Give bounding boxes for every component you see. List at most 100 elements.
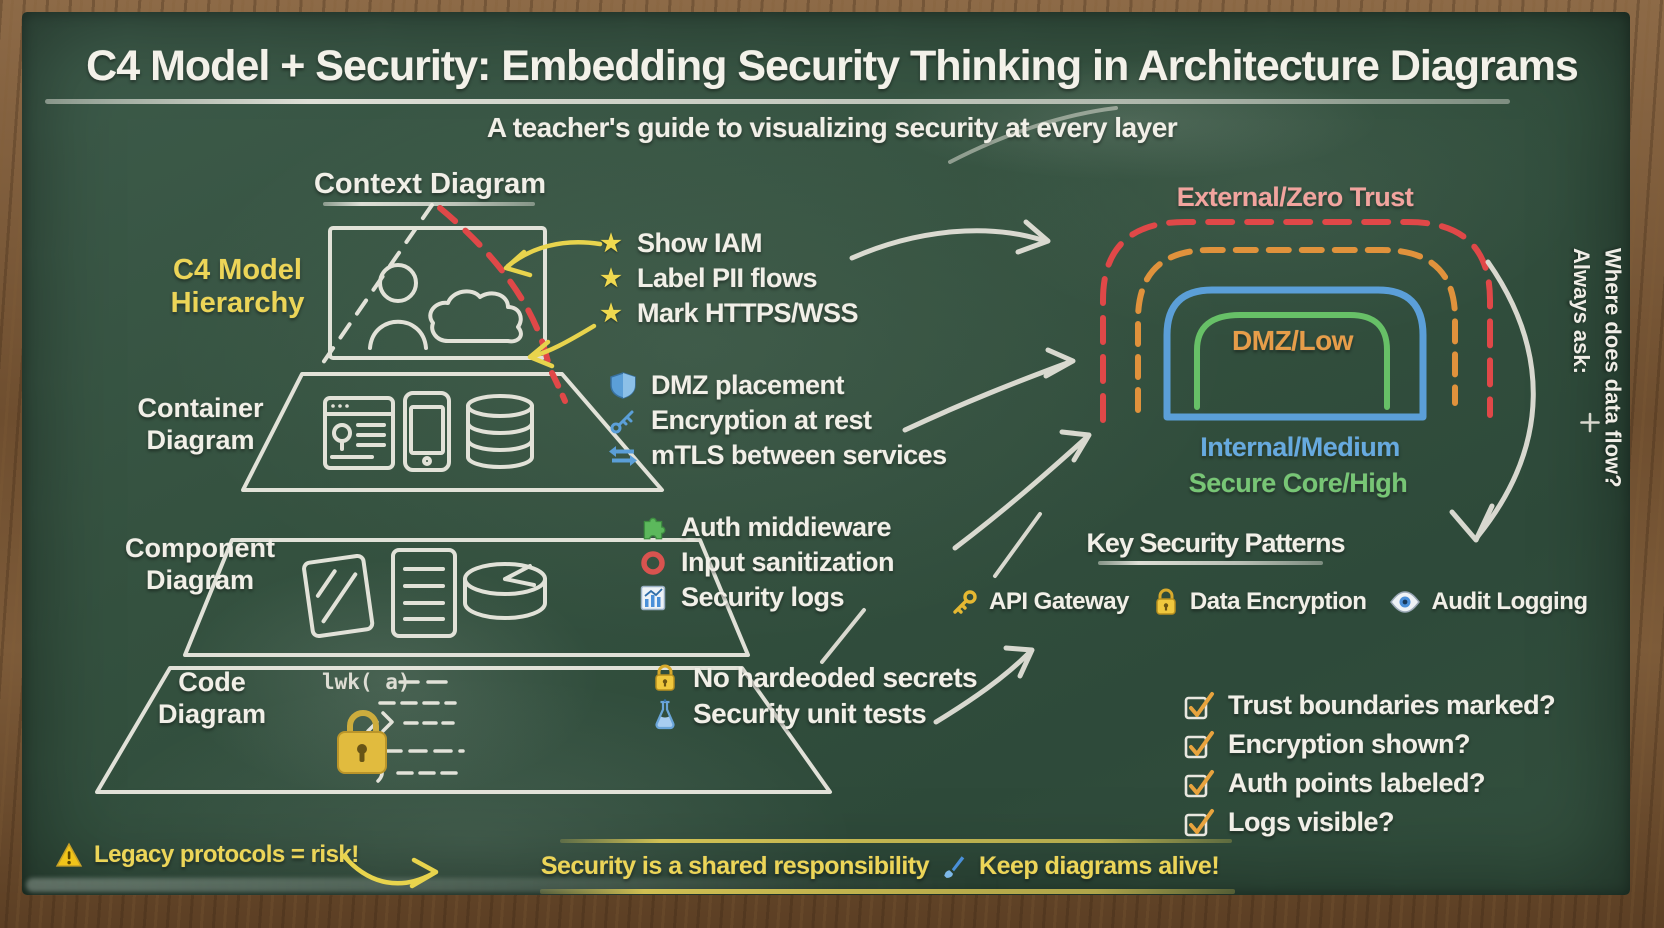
component-annotations: Auth middieware Input sanitization Secur… xyxy=(638,510,895,615)
context-annotations: ★ Show IAM ★ Label PII flows ★ Mark HTTP… xyxy=(598,226,858,331)
annotation-item: ★ Show IAM xyxy=(598,226,858,261)
annotation-text: Security logs xyxy=(681,582,845,612)
star-icon: ★ xyxy=(600,230,622,257)
chalk-stroke xyxy=(948,106,1118,164)
component-diagram-label: Component Diagram xyxy=(125,533,275,595)
side-note-line2: Where does data flow? xyxy=(1600,248,1626,488)
checklist-item: Auth points labeled? xyxy=(1182,764,1555,803)
star-icon: ★ xyxy=(600,300,622,327)
eraser-streak xyxy=(26,878,1006,892)
patterns-row: API Gateway Data Encryption Audit Loggin… xyxy=(950,584,1588,620)
yellow-arrow-to-context-top xyxy=(503,240,603,278)
annotation-text: Auth middieware xyxy=(681,512,892,542)
person-icon xyxy=(368,263,428,350)
pyramid-apex-dashed-edge xyxy=(316,203,434,372)
annotation-text: Security unit tests xyxy=(693,698,927,729)
pattern-text: Audit Logging xyxy=(1431,588,1588,615)
c4-pyramid-drawing: lwk( a) xyxy=(95,203,832,794)
paintbrush-icon xyxy=(939,853,969,879)
eye-icon xyxy=(1388,591,1422,613)
annotation-item: DMZ placement xyxy=(608,368,947,403)
annotation-text: Encryption at rest xyxy=(651,405,872,435)
white-arrow-to-internal xyxy=(902,347,1076,433)
checkbox-checked-icon xyxy=(1182,769,1216,799)
context-heading-underline xyxy=(323,202,535,206)
security-checklist: Trust boundaries marked? Encryption show… xyxy=(1182,686,1556,842)
context-level-box xyxy=(316,203,547,372)
checklist-text: Logs visible? xyxy=(1228,807,1395,837)
code-level: lwk( a) xyxy=(95,666,832,794)
secure-core-zone-label: Secure Core/High xyxy=(1188,468,1408,498)
browser-icon xyxy=(323,396,395,470)
banner-top-line xyxy=(560,839,1232,843)
cloud-icon xyxy=(428,289,523,344)
mobile-icon xyxy=(403,391,451,472)
checklist-item: Logs visible? xyxy=(1182,803,1555,842)
annotation-item: ★ Label PII flows xyxy=(598,261,858,296)
annotation-item: ★ Mark HTTPS/WSS xyxy=(598,296,858,331)
disc-icon xyxy=(463,562,547,620)
chalk-smudge xyxy=(880,60,1380,180)
patterns-heading: Key Security Patterns xyxy=(1086,528,1345,558)
container-annotations: DMZ placement Encryption at rest mTLS be… xyxy=(608,368,947,473)
key-icon xyxy=(950,587,980,617)
annotation-text: DMZ placement xyxy=(651,370,845,400)
dmz-zone-label: DMZ/Low xyxy=(1232,325,1353,356)
legacy-warning: Legacy protocols = risk! xyxy=(54,840,359,870)
plus-sparkle-icon xyxy=(1580,412,1600,433)
component-level xyxy=(183,538,750,657)
ring-icon xyxy=(638,550,668,576)
pattern-item: API Gateway xyxy=(950,587,1129,617)
annotation-item: Encryption at rest xyxy=(608,403,947,438)
padlock-icon xyxy=(337,710,387,774)
shield-icon xyxy=(608,371,638,400)
puzzle-icon xyxy=(638,514,668,542)
yellow-arrow-to-context-bottom xyxy=(527,323,597,369)
container-level xyxy=(241,372,664,492)
external-boundary-red-dashed xyxy=(1100,219,1493,423)
star-icon: ★ xyxy=(600,265,622,292)
checklist-text: Trust boundaries marked? xyxy=(1228,690,1556,720)
annotation-item: mTLS between services xyxy=(608,438,947,473)
red-dashed-boundary-slice xyxy=(437,205,568,404)
banner-text-left: Security is a shared responsibility xyxy=(540,851,930,880)
code-snippet-text: lwk( a) xyxy=(322,670,411,694)
core-boundary-green xyxy=(1194,312,1390,410)
yellow-arrow-footer xyxy=(341,853,439,889)
container-diagram-label: Container Diagram xyxy=(137,393,264,455)
pattern-text: Data Encryption xyxy=(1189,588,1367,615)
warning-icon xyxy=(54,842,84,867)
white-arrow-to-external xyxy=(849,219,1051,261)
footer-banner: Security is a shared responsibility Keep… xyxy=(525,849,1235,883)
side-note: Always ask: Where does data flow? xyxy=(1566,248,1628,488)
chalkboard xyxy=(22,12,1630,895)
annotation-item: Security logs xyxy=(638,580,894,615)
annotation-item: Input sanitization xyxy=(638,545,895,580)
pattern-item: Audit Logging xyxy=(1388,588,1588,616)
chalk-stroke xyxy=(993,512,1042,578)
annotation-item: Auth middieware xyxy=(638,510,894,545)
internal-boundary-blue xyxy=(1163,286,1427,421)
checkbox-checked-icon xyxy=(1182,808,1216,838)
checkbox-checked-icon xyxy=(1182,730,1216,760)
code-diagram-label: Code Diagram xyxy=(157,667,267,729)
padlock-icon xyxy=(650,663,680,693)
annotation-item: No hardeoded secrets xyxy=(650,660,978,696)
dmz-boundary-orange-dashed xyxy=(1135,247,1458,413)
pattern-text: API Gateway xyxy=(989,588,1129,615)
annotation-text: Mark HTTPS/WSS xyxy=(637,298,859,328)
double-arrow-icon xyxy=(608,444,638,468)
annotation-text: Label PII flows xyxy=(637,263,818,293)
page-subtitle: A teacher's guide to visualizing securit… xyxy=(486,112,1178,143)
external-zone-label: External/Zero Trust xyxy=(1176,182,1414,212)
checklist-text: Encryption shown? xyxy=(1228,729,1471,759)
white-arrow-from-code xyxy=(933,645,1035,725)
title-underline xyxy=(45,99,1510,104)
document-icon xyxy=(391,548,457,638)
annotation-text: mTLS between services xyxy=(651,440,947,470)
banner-text-right: Keep diagrams alive! xyxy=(979,851,1220,880)
chalk-smudge xyxy=(180,560,600,800)
side-note-line1: Always ask: xyxy=(1569,248,1595,374)
annotation-text: Input sanitization xyxy=(681,547,895,577)
